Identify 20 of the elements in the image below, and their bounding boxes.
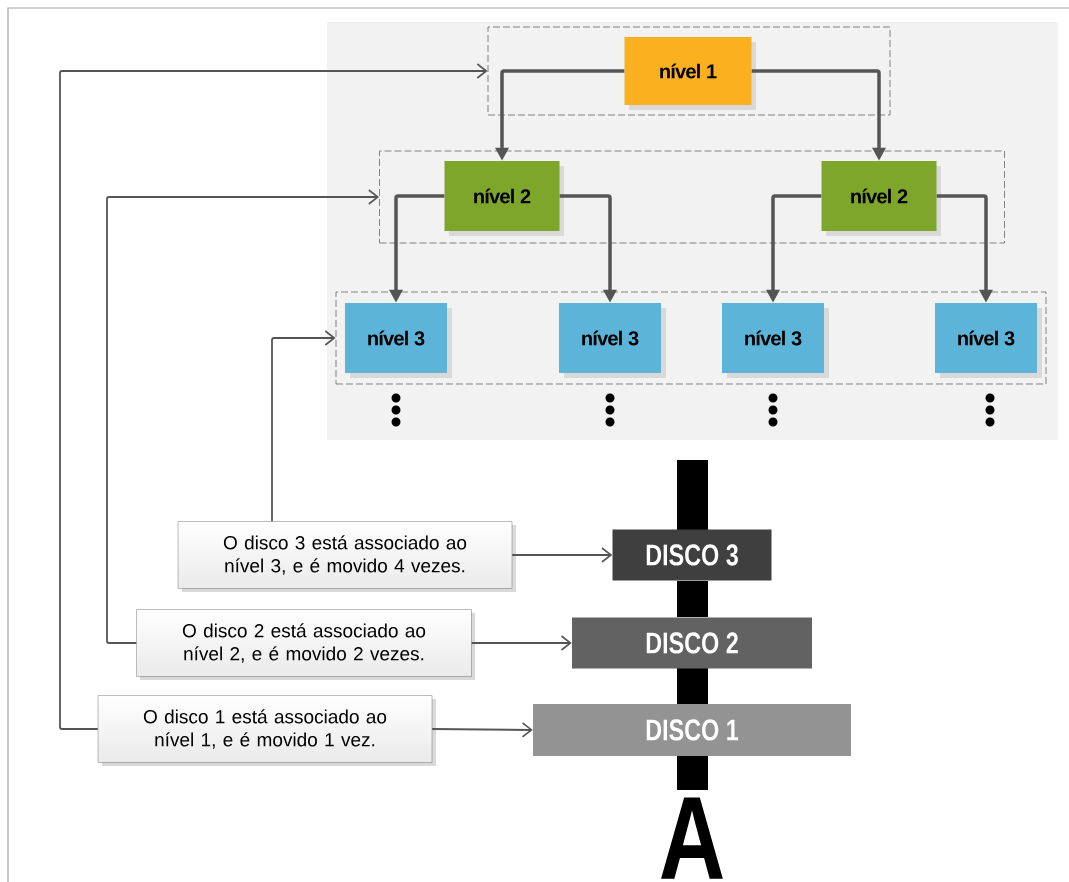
arrow bbox=[271, 330, 336, 523]
level-box: nível 3 bbox=[345, 303, 452, 378]
level-box: nível 3 bbox=[722, 303, 829, 378]
level-box: nível 2 bbox=[821, 161, 941, 236]
level-box: nível 3 bbox=[559, 303, 666, 378]
arrow bbox=[106, 189, 380, 644]
arrow bbox=[431, 722, 533, 738]
level-box: nível 1 bbox=[624, 37, 756, 110]
callout-box: O disco 2 está associado ao nível 2, e é movido 2 vezes. bbox=[136, 609, 475, 680]
arrow bbox=[470, 635, 572, 651]
callout-box: O disco 1 está associado ao nível 1, e é movido 1 vez. bbox=[97, 695, 436, 766]
dashed-group-box bbox=[487, 26, 891, 116]
letter-label: A bbox=[661, 797, 723, 879]
callout-box: O disco 3 está associado ao nível 3, e é movido 4 vezes. bbox=[177, 521, 516, 592]
dashed-group-box bbox=[335, 291, 1047, 385]
dashed-group-box bbox=[379, 150, 1005, 244]
arrow bbox=[59, 63, 488, 730]
level-box: nível 2 bbox=[444, 161, 564, 236]
level-box: nível 3 bbox=[935, 303, 1042, 378]
arrow bbox=[511, 547, 613, 563]
